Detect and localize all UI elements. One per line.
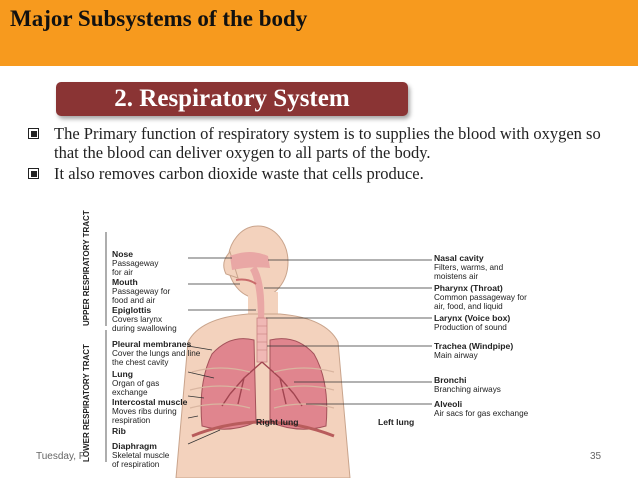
footer-date: Tuesday, F <box>36 451 85 462</box>
bullet-item: The Primary function of respiratory syst… <box>20 124 620 162</box>
label-trachea: Trachea (Windpipe)Main airway <box>434 341 514 361</box>
bullet-list: The Primary function of respiratory syst… <box>20 124 620 185</box>
bullet-text: The Primary function of respiratory syst… <box>54 124 601 162</box>
section-title: 2. Respiratory System <box>114 85 350 112</box>
torso-illustration <box>105 225 432 479</box>
page-number: 35 <box>590 451 602 462</box>
checkbox-bullet-icon <box>28 128 39 139</box>
checkbox-bullet-icon <box>28 168 39 179</box>
page-title: Major Subsystems of the body <box>10 6 308 31</box>
bullet-item: It also removes carbon dioxide waste tha… <box>20 164 620 183</box>
section-title-box: 2. Respiratory System <box>56 82 408 116</box>
bullet-text: It also removes carbon dioxide waste tha… <box>54 164 424 183</box>
lower-tract-label: LOWER RESPIRATORY TRACT <box>82 344 91 462</box>
upper-tract-label: UPPER RESPIRATORY TRACT <box>82 210 91 326</box>
label-left-lung: Left lung <box>378 417 415 427</box>
label-rib: Rib <box>112 426 126 436</box>
label-right-lung: Right lung <box>256 417 299 427</box>
label-larynx: Larynx (Voice box)Production of sound <box>434 313 511 333</box>
respiratory-diagram: UPPER RESPIRATORY TRACT LOWER RESPIRATOR… <box>80 210 600 479</box>
header-bar: Major Subsystems of the body <box>0 0 638 66</box>
